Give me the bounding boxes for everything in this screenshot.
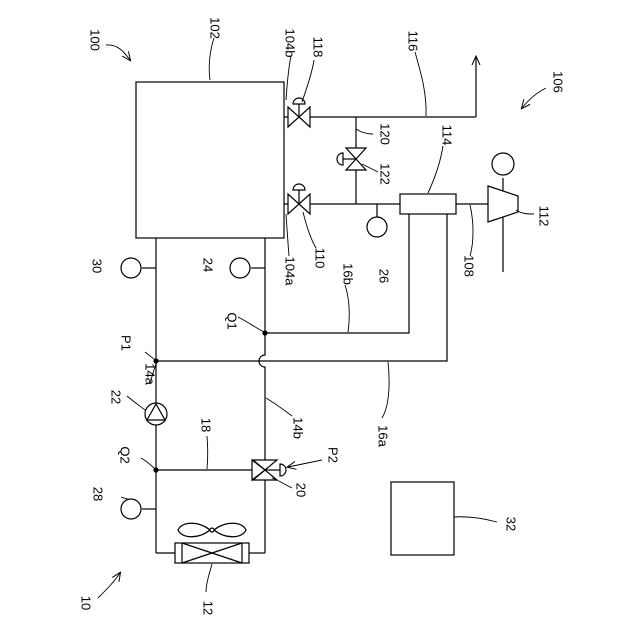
label-104a: 104a bbox=[283, 257, 298, 287]
pump-22-symbol bbox=[145, 403, 167, 425]
valve-122-symbol bbox=[337, 148, 366, 170]
label-16b: 16b bbox=[341, 263, 356, 285]
label-108: 108 bbox=[462, 255, 477, 277]
label-120: 120 bbox=[378, 123, 393, 145]
label-110: 110 bbox=[313, 248, 328, 269]
label-106: 106 bbox=[551, 71, 566, 93]
label-100: 100 bbox=[88, 29, 103, 51]
label-26: 26 bbox=[377, 269, 392, 283]
sensor-24-circle bbox=[230, 258, 250, 278]
label-102: 102 bbox=[208, 17, 223, 39]
label-q2: Q2 bbox=[118, 446, 133, 463]
label-116: 116 bbox=[406, 31, 421, 52]
label-112: 112 bbox=[537, 206, 552, 227]
tank-box bbox=[136, 82, 284, 238]
label-118: 118 bbox=[311, 37, 326, 58]
label-18: 18 bbox=[199, 418, 214, 432]
three-way-valve-20-symbol bbox=[252, 460, 286, 480]
label-16a: 16a bbox=[376, 425, 391, 447]
fan-icon bbox=[178, 523, 246, 537]
label-20: 20 bbox=[294, 483, 309, 497]
label-14a: 14a bbox=[143, 363, 158, 385]
line-16a bbox=[156, 214, 447, 361]
heat-exchanger-114 bbox=[400, 194, 456, 214]
label-p2: P2 bbox=[326, 447, 341, 463]
label-30: 30 bbox=[90, 259, 105, 273]
label-122: 122 bbox=[378, 163, 393, 185]
label-12: 12 bbox=[201, 601, 216, 615]
turbine-112-symbol bbox=[488, 153, 518, 272]
right-main-line bbox=[259, 238, 265, 553]
sensor-28-circle bbox=[121, 499, 141, 519]
label-14b: 14b bbox=[291, 417, 306, 439]
sensor-26-circle bbox=[367, 217, 387, 237]
label-32: 32 bbox=[504, 517, 519, 531]
radiator-12-symbol bbox=[175, 543, 249, 563]
label-22: 22 bbox=[109, 390, 124, 404]
sensor-30-circle bbox=[121, 258, 141, 278]
label-114: 114 bbox=[440, 125, 455, 146]
label-q1: Q1 bbox=[225, 312, 240, 329]
valve-118-symbol bbox=[288, 98, 310, 127]
controller-32-box bbox=[391, 482, 454, 555]
label-10: 10 bbox=[79, 596, 94, 610]
p2-arrow bbox=[288, 460, 322, 467]
label-28: 28 bbox=[91, 487, 106, 501]
label-24: 24 bbox=[201, 258, 216, 272]
label-104b: 104b bbox=[283, 29, 298, 58]
leader-lines bbox=[98, 38, 546, 598]
label-p1: P1 bbox=[119, 335, 134, 351]
valve-110-symbol bbox=[288, 184, 310, 214]
